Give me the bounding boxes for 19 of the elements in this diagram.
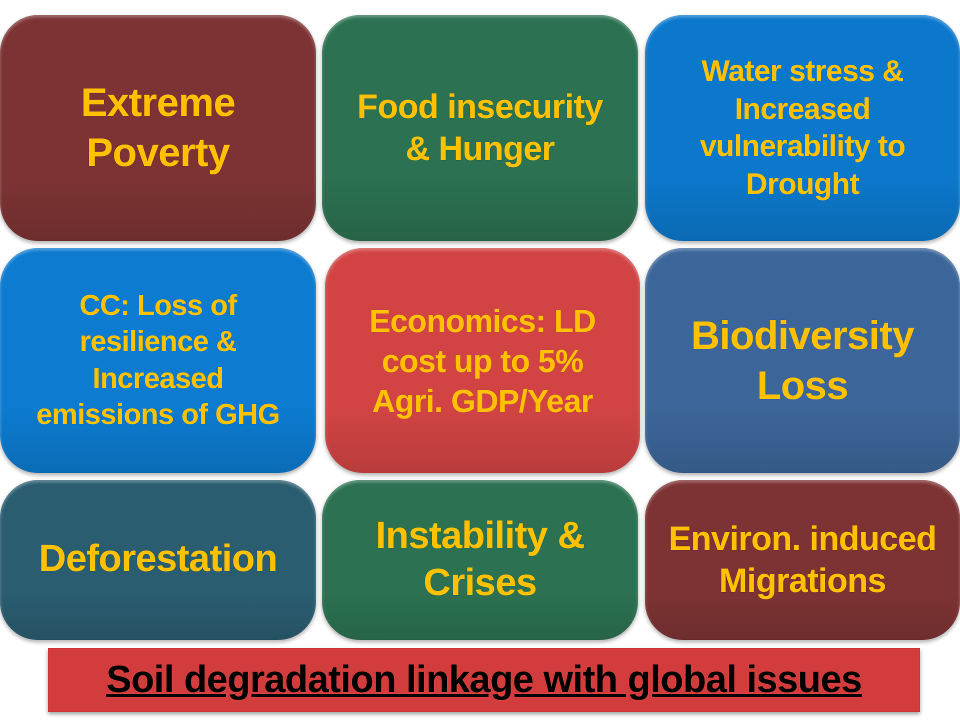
issue-tile: [645, 15, 960, 241]
tile-label: Food insecurity & Hunger: [356, 86, 604, 170]
issue-tile: [322, 15, 638, 241]
tile-label: Water stress & Increased vulnerability to Drought: [698, 54, 906, 202]
issue-tile: [645, 480, 960, 640]
issue-tile: [325, 248, 640, 473]
issue-tile: [0, 248, 316, 473]
tile-label: Environ. induced Migrations: [668, 518, 938, 602]
issue-tile: [645, 248, 960, 473]
tile-label: Economics: LD cost up to 5% Agri. GDP/Year: [368, 302, 597, 420]
title-banner: Soil degradation linkage with global issues: [48, 648, 920, 712]
tile-label: CC: Loss of resilience & Increased emissions of GHG: [35, 289, 281, 433]
issue-tile: [322, 480, 638, 640]
tile-label: Biodiversity Loss: [690, 312, 916, 410]
issue-tile: [0, 480, 316, 640]
issue-tile: [0, 15, 316, 241]
tile-label: Deforestation: [38, 537, 278, 582]
tile-label: Extreme Poverty: [80, 80, 236, 177]
tile-label: Instability & Crises: [374, 514, 586, 606]
